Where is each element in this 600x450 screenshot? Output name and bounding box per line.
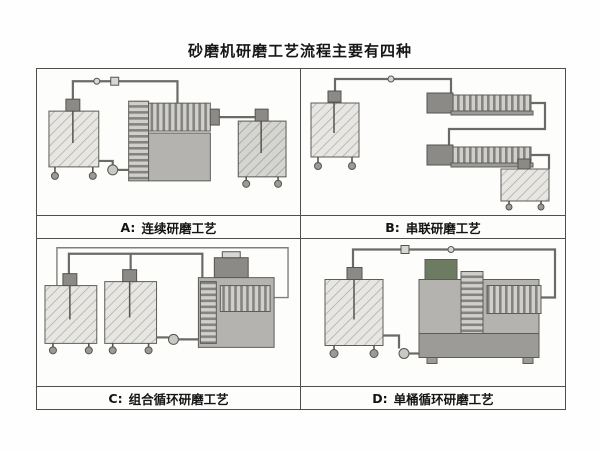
- pump: [398, 348, 410, 359]
- panel-b-label: B: 串联研磨工艺: [301, 215, 565, 238]
- panel-d-name: 单桶循环研磨工艺: [393, 391, 494, 407]
- panel-a: A: 连续研磨工艺: [37, 69, 301, 239]
- drive-motor: [424, 259, 458, 280]
- grinding-chamber: [486, 285, 542, 314]
- mill-column: [199, 281, 217, 344]
- panel-a-letter: A:: [120, 219, 136, 235]
- wheel-icon: [274, 179, 283, 188]
- page-title: 砂磨机研磨工艺流程主要有四种: [187, 42, 412, 60]
- stirrer-motor: [65, 98, 81, 112]
- panel-c-diagram: [37, 239, 300, 386]
- mill-body: [148, 132, 211, 182]
- mill-base: [450, 162, 534, 168]
- single-tank-circulation-drawing: [324, 245, 557, 364]
- pump: [168, 333, 179, 345]
- mill-foot: [522, 357, 534, 364]
- panel-c-letter: C:: [108, 390, 123, 406]
- sand-mill: [128, 100, 220, 182]
- panel-d-letter: D:: [372, 390, 388, 406]
- grinding-chamber: [148, 102, 211, 132]
- panel-a-diagram: [37, 69, 300, 215]
- wheel-icon: [505, 203, 513, 211]
- outlet-pipe: [531, 153, 551, 169]
- panel-c-label: C: 组合循环研磨工艺: [37, 386, 300, 409]
- wheel-icon: [88, 171, 97, 180]
- diagram-grid: A: 连续研磨工艺: [36, 68, 566, 410]
- panel-a-name: 连续研磨工艺: [141, 220, 217, 236]
- mill-base: [418, 333, 540, 358]
- sand-mill-2: [426, 144, 534, 168]
- receiving-tank: [237, 108, 287, 188]
- mill-column: [460, 271, 484, 334]
- combined-circulation-drawing: [44, 247, 289, 355]
- motor-cap: [221, 251, 241, 259]
- feed-pipe-1: [67, 252, 204, 286]
- feed-pipe: [71, 80, 179, 112]
- drive-motor: [426, 92, 454, 114]
- wheel-icon: [329, 349, 339, 358]
- pipe-valve-icon: [93, 77, 101, 85]
- panel-d-diagram: [301, 239, 565, 386]
- wheel-icon: [242, 179, 251, 188]
- stirrer-motor: [327, 90, 342, 103]
- sand-mill: [418, 259, 542, 364]
- chamber-endcap: [209, 108, 220, 126]
- return-pipe: [351, 248, 557, 299]
- continuous-process-drawing: [48, 76, 287, 188]
- stirrer-motor: [62, 273, 78, 287]
- wheel-icon: [50, 171, 59, 180]
- suction-pipe: [98, 159, 114, 166]
- receiving-tank: [500, 158, 550, 211]
- sand-mill: [197, 251, 275, 348]
- wheel-icon: [537, 203, 545, 211]
- mill-column: [128, 100, 150, 182]
- panel-c-name: 组合循环研磨工艺: [128, 391, 229, 407]
- transfer-pipe: [447, 101, 547, 145]
- pipe-valve-icon: [387, 75, 395, 83]
- stirrer-motor: [517, 158, 531, 170]
- grinding-chamber: [452, 94, 532, 112]
- panel-d-label: D: 单桶循环研磨工艺: [301, 386, 565, 409]
- circulation-tank: [324, 267, 384, 358]
- feed-tank-2: [104, 269, 158, 355]
- panel-b-letter: B:: [385, 219, 400, 235]
- wheel-icon: [348, 162, 356, 170]
- feed-tank-1: [44, 273, 98, 355]
- pipe-fitting-icon: [400, 245, 410, 254]
- drive-motor: [213, 257, 249, 279]
- panel-a-label: A: 连续研磨工艺: [37, 215, 300, 238]
- wheel-icon: [48, 346, 57, 355]
- wheel-icon: [369, 349, 379, 358]
- mill-base: [450, 110, 534, 116]
- pump: [107, 164, 119, 176]
- panel-d: D: 单桶循环研磨工艺: [301, 239, 565, 409]
- stirrer-motor: [122, 269, 138, 283]
- grinding-chamber: [219, 285, 271, 313]
- panel-b-name: 串联研磨工艺: [405, 220, 481, 236]
- mill-foot: [426, 357, 438, 364]
- sand-mill-1: [426, 92, 534, 116]
- wheel-icon: [144, 346, 153, 355]
- pipe-valve-icon: [447, 246, 455, 253]
- panel-c: C: 组合循环研磨工艺: [37, 239, 301, 409]
- panel-b: B: 串联研磨工艺: [301, 69, 565, 239]
- feed-tank: [310, 90, 360, 170]
- wheel-icon: [108, 346, 117, 355]
- feed-tank: [48, 98, 100, 180]
- return-pipe: [56, 247, 289, 299]
- wheel-icon: [84, 346, 93, 355]
- stirrer-motor: [346, 267, 363, 280]
- panel-b-diagram: [301, 69, 565, 215]
- drive-motor: [426, 144, 454, 166]
- wheel-icon: [314, 162, 322, 170]
- stirrer-motor: [254, 108, 269, 122]
- suction-pipe: [383, 334, 401, 349]
- serial-process-drawing: [310, 75, 551, 211]
- pipe-fitting-icon: [110, 76, 120, 86]
